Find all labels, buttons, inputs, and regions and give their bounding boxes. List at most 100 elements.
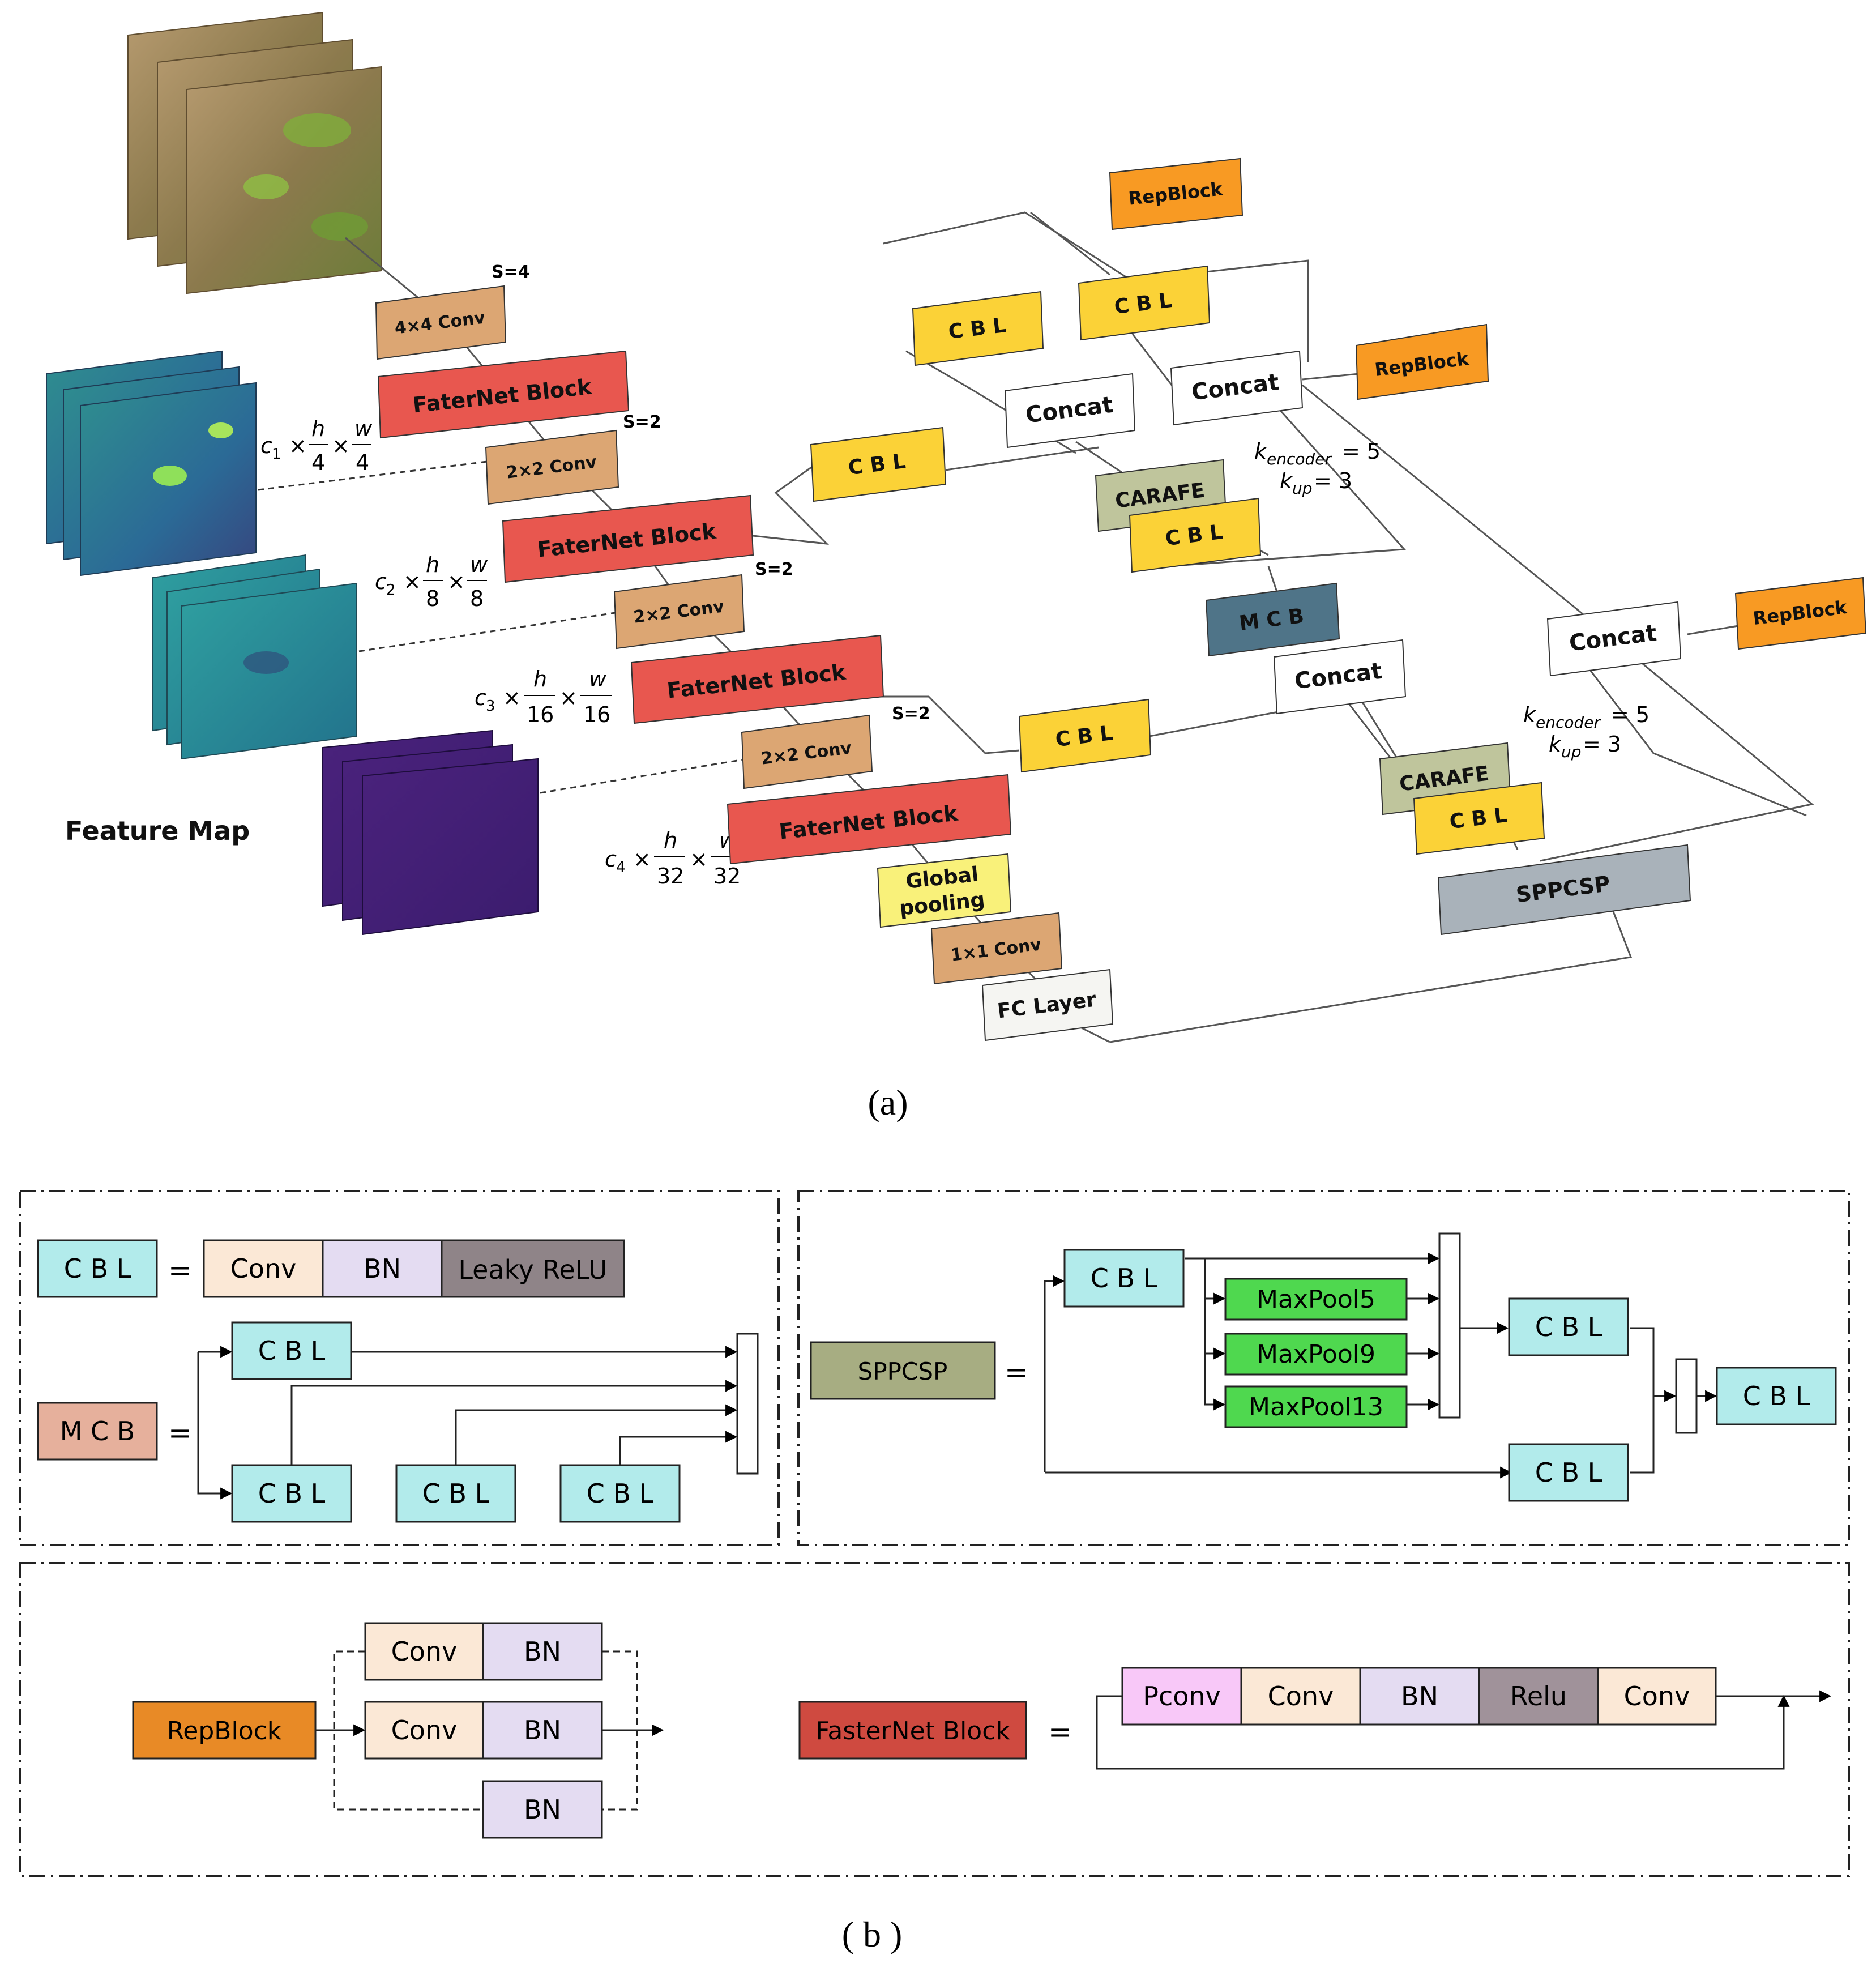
caption-a: (a) (868, 1082, 908, 1122)
fasternet-conv-1-box (1240, 1667, 1361, 1726)
maxpool5-box (1224, 1278, 1408, 1321)
svg-text:32: 32 (713, 864, 741, 889)
svg-text:k: k (1254, 439, 1268, 464)
svg-text:h: h (426, 552, 439, 577)
cbl-def-leaky-box (441, 1239, 625, 1298)
svg-text:up: up (1561, 742, 1582, 761)
maxpool13-box (1224, 1385, 1408, 1428)
repblock-conv-1: Conv (391, 1636, 458, 1667)
svg-text:encoder: encoder (1267, 450, 1332, 468)
sppcsp-def-name: SPPCSP (858, 1358, 948, 1385)
svg-text:= 5: = 5 (1611, 702, 1649, 727)
sppcsp-cbl-3: C B L (1535, 1457, 1602, 1488)
sppcsp-def-name-box (810, 1341, 996, 1400)
mcb-cbl-3-box (395, 1464, 516, 1523)
dim-label-c1: c 1 × h 4 × w 4 (260, 416, 373, 475)
svg-text:8: 8 (470, 586, 484, 611)
svg-text:c: c (605, 847, 617, 872)
svg-text:h: h (311, 416, 325, 441)
maxpool9: MaxPool9 (1257, 1340, 1375, 1369)
fc-layer-box: FC Layer (981, 968, 1114, 1042)
cbl-top-right: C B L (1078, 265, 1211, 341)
mcb-cbl-3: C B L (422, 1478, 490, 1509)
repblock-bn-1: BN (524, 1636, 561, 1667)
cbl-def-leaky: Leaky ReLU (458, 1254, 607, 1285)
fasternet-def-name: FasterNet Block (815, 1717, 1010, 1745)
svg-text:c: c (260, 433, 272, 458)
feature-map-c1 (46, 350, 257, 577)
stride-label-4: S=2 (892, 704, 930, 724)
fasternet-relu: Relu (1510, 1681, 1567, 1711)
feature-map-c2 (152, 554, 357, 760)
svg-text:×: × (503, 685, 521, 710)
svg-text:1: 1 (272, 446, 281, 463)
conv-1x1-box: 1×1 Conv (930, 912, 1063, 985)
sppcsp-cbl-1: C B L (1091, 1263, 1158, 1294)
repblock-bn-1-box (482, 1622, 603, 1681)
svg-text:k: k (1523, 702, 1537, 727)
svg-text:k: k (1280, 468, 1293, 493)
mcb-cbl-4: C B L (587, 1478, 654, 1509)
sppcsp-cbl-2: C B L (1535, 1312, 1602, 1342)
concat-left: Concat (1004, 373, 1136, 449)
fasternet-definition: FasterNet Block = Pconv Conv BN Relu Con… (798, 1667, 1832, 1770)
svg-text:16: 16 (583, 702, 610, 727)
dim-label-c3: c 3 × h 16 × w 16 (475, 667, 612, 727)
concat-right: Concat (1170, 350, 1304, 426)
dim-label-c2: c 2 × h 8 × w 8 (375, 552, 488, 611)
cbl-def-name: C B L (64, 1253, 131, 1284)
maxpool9-box (1224, 1333, 1408, 1376)
input-image-stack (127, 11, 382, 294)
mcb-cbl-2: C B L (258, 1478, 326, 1509)
global-pooling-box: Global pooling (877, 853, 1012, 928)
svg-text:×: × (447, 569, 465, 594)
svg-text:= 5: = 5 (1342, 439, 1381, 464)
repblock-def-name-box (132, 1701, 317, 1760)
fasternet-block-3: FaterNet Block (630, 634, 884, 724)
svg-text:×: × (633, 847, 651, 872)
mcb-cbl-1-box (231, 1321, 352, 1380)
concat-mid: Concat (1273, 639, 1407, 715)
repblock-definition: RepBlock Conv BN Conv BN BN (132, 1622, 664, 1839)
panel-b-frames (19, 1190, 1850, 1877)
cbl-def-conv: Conv (230, 1253, 297, 1284)
repblock-def-name: RepBlock (167, 1717, 282, 1745)
repblock-bn-3-box (482, 1780, 603, 1839)
mcb-cbl-4-box (559, 1464, 681, 1523)
conv-2x2-box-3: 2×2 Conv (741, 714, 873, 789)
caption-b: ( b ) (842, 1914, 903, 1954)
stride-label-1: S=4 (492, 262, 530, 282)
repblock-far: RepBlock (1734, 577, 1867, 650)
svg-text:×: × (289, 433, 307, 458)
svg-text:8: 8 (426, 586, 439, 611)
fasternet-block-2: FaterNet Block (502, 494, 754, 583)
params-1: k encoder = 5 k up = 3 (1254, 439, 1381, 498)
svg-text:×: × (332, 433, 350, 458)
svg-text:k: k (1549, 732, 1562, 757)
dashed-connectors (258, 460, 748, 794)
svg-text:w: w (589, 667, 607, 692)
cbl-def-eq: = (168, 1254, 192, 1287)
svg-text:4: 4 (616, 859, 626, 876)
repblock-bn-2-box (482, 1701, 603, 1760)
repblock-right: RepBlock (1355, 323, 1489, 400)
fasternet-relu-box (1478, 1667, 1599, 1726)
svg-text:up: up (1292, 479, 1313, 498)
cbl-def-name-box (37, 1239, 158, 1298)
repblock-bn-3: BN (524, 1794, 561, 1825)
fasternet-bn: BN (1401, 1681, 1438, 1711)
mcb-box: M C B (1205, 582, 1340, 657)
fasternet-pconv: Pconv (1143, 1681, 1221, 1711)
cbl-def-bn: BN (364, 1253, 401, 1284)
feature-map-c3 (322, 729, 539, 936)
cbl-after-carafe-2: C B L (1413, 782, 1545, 855)
repblock-conv-1-box (364, 1622, 484, 1681)
svg-text:w: w (354, 416, 373, 441)
conv-2x2-box-2: 2×2 Conv (613, 574, 745, 650)
svg-text:encoder: encoder (1536, 713, 1601, 732)
cbl-mid: C B L (810, 426, 947, 502)
svg-text:3: 3 (486, 698, 495, 715)
sppcsp-cbl-2-box (1508, 1297, 1629, 1356)
mcb-def-name: M C B (60, 1416, 135, 1446)
